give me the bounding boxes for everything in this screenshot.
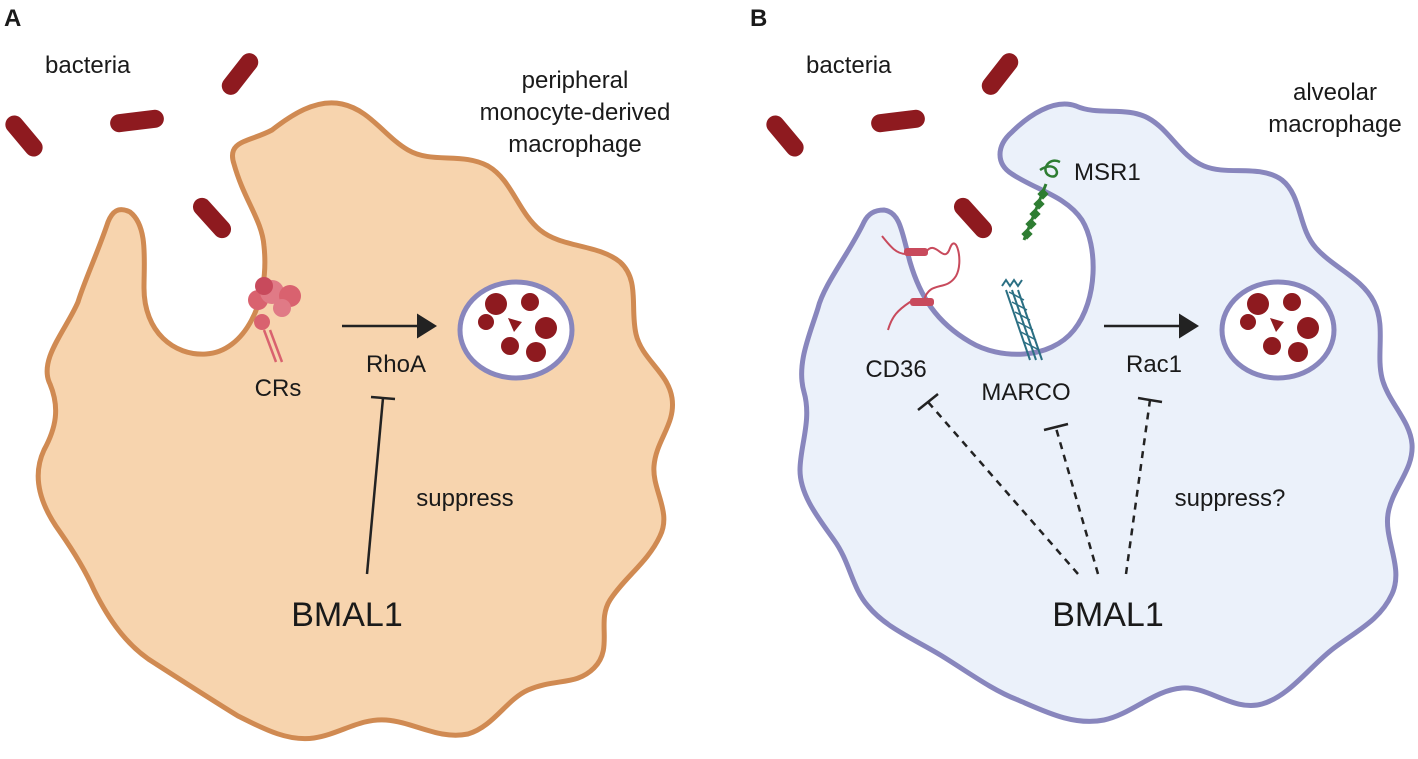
effect-label-b: suppress? bbox=[1175, 485, 1286, 512]
bacterium bbox=[766, 115, 804, 157]
receptor-label-crs: CRs bbox=[255, 375, 302, 402]
receptor-label-marco: MARCO bbox=[981, 379, 1070, 406]
inhibition-bar-a bbox=[370, 395, 396, 401]
macrophage-cell-a bbox=[35, 100, 675, 742]
cell-label-a-line3: macrophage bbox=[508, 131, 641, 158]
panel-a: A bacteria peripheral monocyte-derived m… bbox=[4, 5, 675, 742]
bacterium bbox=[192, 197, 232, 239]
macrophage-cell-b bbox=[797, 101, 1415, 724]
bacterium bbox=[871, 109, 925, 133]
bacterium bbox=[110, 109, 164, 133]
inhibition-line-a bbox=[365, 397, 385, 575]
bacterium bbox=[981, 53, 1019, 95]
inhibition-bar-cd36 bbox=[917, 393, 939, 411]
cell-label-b-line2: macrophage bbox=[1268, 111, 1401, 138]
regulator-label-b: BMAL1 bbox=[1052, 596, 1164, 634]
receptor-label-msr1: MSR1 bbox=[1074, 159, 1141, 186]
bacterium bbox=[5, 115, 43, 157]
phagosome-b bbox=[1219, 279, 1337, 381]
inhibition-line-rac1 bbox=[1124, 399, 1152, 575]
complement-receptor-icon bbox=[248, 277, 301, 363]
bacterium bbox=[953, 197, 993, 239]
bacteria-group-a bbox=[5, 53, 259, 239]
panel-letter-b: B bbox=[750, 5, 767, 32]
inhibition-lines-b bbox=[917, 393, 1163, 575]
bacterium bbox=[221, 53, 259, 95]
effect-label-a: suppress bbox=[416, 485, 513, 512]
cd36-receptor-icon bbox=[881, 235, 961, 331]
cell-label-a-line2: monocyte-derived bbox=[480, 99, 671, 126]
receptor-label-cd36: CD36 bbox=[865, 356, 926, 383]
pathway-label-rhoa: RhoA bbox=[366, 351, 426, 378]
cell-label-a-line1: peripheral bbox=[522, 67, 629, 94]
marco-receptor-icon bbox=[1001, 278, 1043, 361]
panel-letter-a: A bbox=[4, 5, 21, 32]
pathway-label-rac1: Rac1 bbox=[1126, 351, 1182, 378]
cell-label-b-line1: alveolar bbox=[1293, 79, 1377, 106]
msr1-receptor-icon bbox=[1021, 159, 1061, 241]
cell-label-a: peripheral monocyte-derived macrophage bbox=[480, 67, 671, 158]
panel-b: B bacteria alveolar macrophage bbox=[750, 5, 1415, 724]
cell-label-b: alveolar macrophage bbox=[1268, 79, 1401, 138]
phagosome-a bbox=[457, 279, 575, 381]
bacteria-label-b: bacteria bbox=[806, 52, 892, 79]
inhibition-bar-marco bbox=[1043, 422, 1069, 432]
inhibition-bar-rac1 bbox=[1137, 396, 1163, 404]
regulator-label-a: BMAL1 bbox=[291, 596, 403, 634]
bacteria-group-b bbox=[766, 53, 1019, 239]
bacteria-label-a: bacteria bbox=[45, 52, 131, 79]
